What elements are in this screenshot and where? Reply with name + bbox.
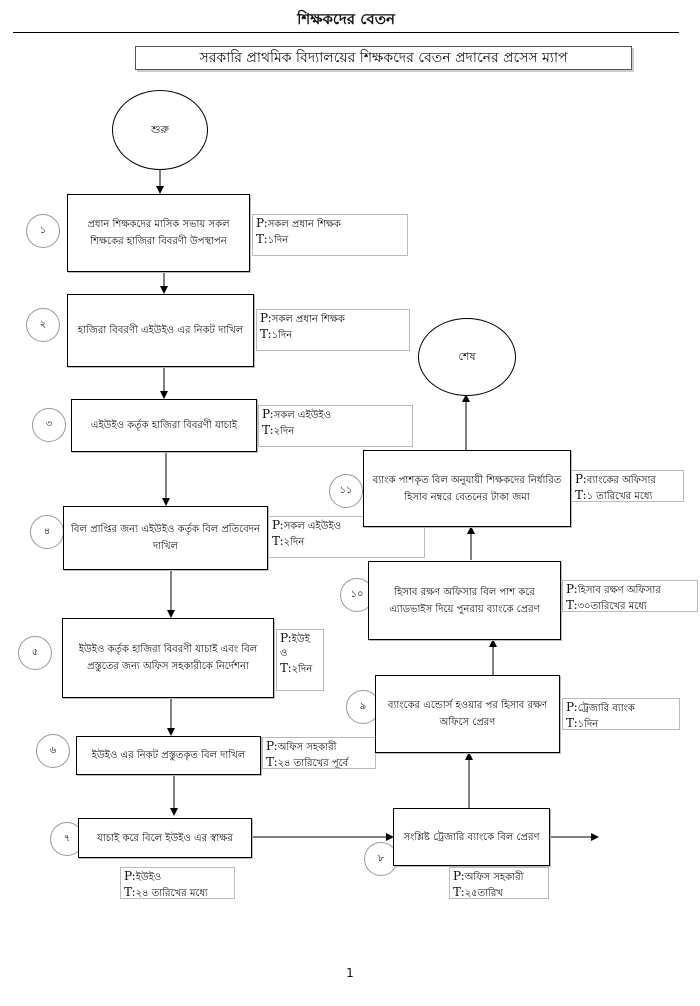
step-3-time: ২দিন [273,426,295,437]
step-6-text: ইউইও এর নিকট প্রস্তুতকৃত বিল দাখিল [91,750,246,761]
step-1-pt: P:সকল প্রধান শিক্ষক T:১দিন [252,214,408,256]
step-8-text: সংশ্লিষ্ট ট্রেজারি ব্যাংকে বিল প্রেরণ [403,831,540,843]
step-5-time: ২দিন [291,664,313,675]
step-4-person: সকল এইউইও [283,521,342,532]
step-3-box: এইউইও কর্তৃক হাজিরা বিবরণী যাচাই [71,399,257,452]
step-1-number: ১ [26,214,60,248]
step-5-text: ইউইও কর্তৃক হাজিরা বিবরণী যাচাই এবং বিল … [78,644,258,672]
step-7-text: যাচাই করে বিলে ইউইও এর স্বাক্ষর [97,832,233,844]
step-8-person: অফিস সহকারী [464,872,524,883]
end-node: শেষ [418,318,516,396]
step-4-time: ২দিন [283,537,305,548]
step-2-text: হাজিরা বিবরণী এইউইও এর নিকট দাখিল [77,325,244,336]
step-5-pt: P:ইউই ও T:২দিন [276,629,324,691]
step-7-time: ২৪ তারিখের মধ্যে [135,888,208,899]
step-11-person: ব্যাংকের অফিসার [586,475,656,486]
step-6-time: ২৪ তারিখের পূর্বে [277,758,349,769]
step-10-time: ৩০তারিখের মধ্যে [577,601,647,612]
step-4-pt: P:সকল এইউইও T:২দিন [268,516,425,558]
start-node: শুরু [112,90,208,170]
step-2-person: সকল প্রধান শিক্ষক [271,314,345,325]
page-number: 1 [346,966,354,980]
start-label: শুরু [151,122,169,136]
step-3-number: ৩ [32,408,66,442]
step-9-person: ট্রেজারি ব্যাংক [577,703,635,714]
step-5-box: ইউইও কর্তৃক হাজিরা বিবরণী যাচাই এবং বিল … [62,618,274,698]
step-1-text: প্রধান শিক্ষকদের মাসিক সভায় সকল শিক্ষকে… [87,219,230,247]
step-7-box: যাচাই করে বিলে ইউইও এর স্বাক্ষর [78,818,252,858]
step-9-pt: P:ট্রেজারি ব্যাংক T:১দিন [562,698,680,730]
step-6-number: ৬ [36,734,70,768]
step-11-number: ১১ [329,474,363,508]
step-6-pt: P:অফিস সহকারী T:২৪ তারিখের পূর্বে [262,737,376,769]
step-3-pt: P:সকল এইউইও T:২দিন [258,405,413,447]
diagram-subtitle: সরকারি প্রাথমিক বিদ্যালয়ের শিক্ষকদের বে… [135,46,632,70]
step-2-number: ২ [26,308,60,342]
step-10-text: হিসাব রক্ষণ অফিসার বিল পাশ করে এ্যাডভাইস… [389,586,540,615]
step-4-number: ৪ [30,515,64,549]
step-7-pt: P:ইউইও T:২৪ তারিখের মধ্যে [120,867,235,899]
step-1-time: ১দিন [267,235,289,246]
step-10-pt: P:হিসাব রক্ষণ অফিসার T:৩০তারিখের মধ্যে [562,580,698,612]
step-3-person: সকল এইউইও [273,410,332,421]
step-11-pt: P:ব্যাংকের অফিসার T:১ তারিখের মধ্যে [571,470,684,502]
step-10-person: হিসাব রক্ষণ অফিসার [577,585,661,596]
step-9-time: ১দিন [577,719,599,730]
step-8-box: সংশ্লিষ্ট ট্রেজারি ব্যাংকে বিল প্রেরণ [393,808,550,866]
step-9-number: ৯ [346,690,380,724]
step-2-pt: P:সকল প্রধান শিক্ষক T:১দিন [256,309,410,351]
step-4-box: বিল প্রাপ্তির জন্য এইউইও কর্তৃক বিল প্রত… [63,506,268,570]
step-6-person: অফিস সহকারী [277,742,337,753]
step-8-time: ২৫তারিখ [464,888,503,899]
step-9-box: ব্যাংকের এন্ডোর্স হওয়ার পর হিসাব রক্ষণ … [375,675,560,753]
step-7-person: ইউইও [135,872,162,883]
step-3-text: এইউইও কর্তৃক হাজিরা বিবরণী যাচাই [90,420,238,431]
step-11-box: ব্যাংক পাশকৃত বিল অনুযায়ী শিক্ষকদের নির… [363,450,571,527]
end-label: শেষ [458,349,476,363]
page-title: শিক্ষকদের বেতন [13,8,679,33]
step-10-box: হিসাব রক্ষণ অফিসার বিল পাশ করে এ্যাডভাইস… [368,561,561,640]
step-2-box: হাজিরা বিবরণী এইউইও এর নিকট দাখিল [67,294,254,367]
step-8-number: ৮ [364,842,398,876]
step-1-box: প্রধান শিক্ষকদের মাসিক সভায় সকল শিক্ষকে… [67,194,250,272]
step-8-pt: P:অফিস সহকারী T:২৫তারিখ [449,867,549,899]
step-1-person: সকল প্রধান শিক্ষক [267,219,341,230]
step-6-box: ইউইও এর নিকট প্রস্তুতকৃত বিল দাখিল [76,736,261,775]
step-4-text: বিল প্রাপ্তির জন্য এইউইও কর্তৃক বিল প্রত… [71,524,260,552]
step-5-number: ৫ [18,636,52,670]
step-2-time: ১দিন [271,330,293,341]
step-11-time: ১ তারিখের মধ্যে [586,491,653,502]
step-5-person: ইউই ও [280,634,310,659]
step-9-text: ব্যাংকের এন্ডোর্স হওয়ার পর হিসাব রক্ষণ … [387,700,548,728]
step-11-text: ব্যাংক পাশকৃত বিল অনুযায়ী শিক্ষকদের নির… [372,474,562,503]
